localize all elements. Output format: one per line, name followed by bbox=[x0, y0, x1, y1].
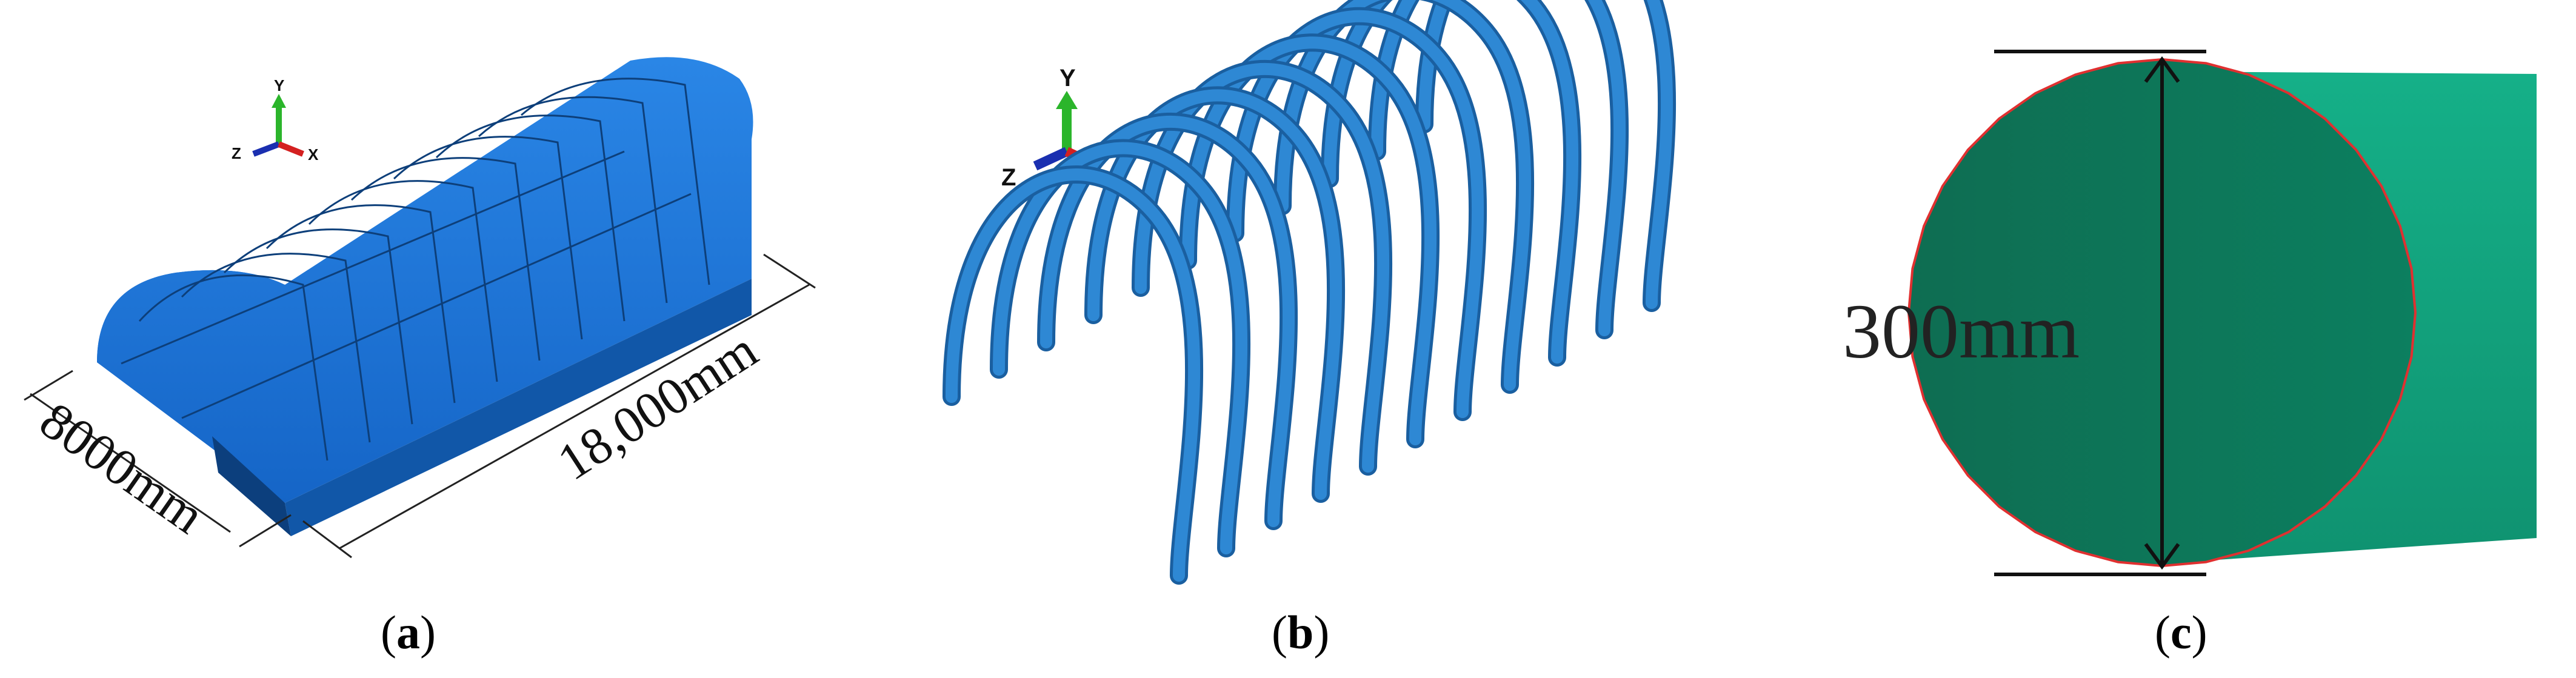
vault-model bbox=[97, 57, 753, 536]
panel-b: Y Z X (b) bbox=[943, 0, 1677, 659]
arch-frame bbox=[1324, 0, 1579, 364]
z-axis-label: Z bbox=[1001, 164, 1016, 191]
vault-roof bbox=[97, 57, 753, 504]
arch-frame bbox=[1182, 36, 1437, 445]
axis-triad-a: Y Z X bbox=[232, 76, 319, 164]
arch-frame bbox=[1371, 0, 1626, 336]
panel-a: Y Z X bbox=[24, 57, 816, 659]
z-axis-label: Z bbox=[232, 144, 241, 162]
vault-rib-lines bbox=[121, 78, 710, 461]
arch-frame bbox=[1276, 0, 1532, 391]
panel-label-a: (a) bbox=[381, 606, 436, 659]
diameter-dimension-label: 300mm bbox=[1843, 288, 2080, 374]
z-axis-arrow bbox=[1033, 147, 1069, 171]
arch-frame bbox=[946, 168, 1201, 582]
arch-frame bbox=[993, 142, 1248, 554]
arch-frame-shadow bbox=[1415, 0, 1677, 312]
vault-base-shadow bbox=[212, 436, 291, 536]
arch-frames bbox=[943, 0, 1677, 585]
panel-label-b: (b) bbox=[1272, 606, 1329, 659]
y-axis-label: Y bbox=[274, 76, 284, 95]
z-axis-arrow bbox=[252, 141, 280, 157]
arch-frame bbox=[1135, 62, 1390, 473]
arch-frame bbox=[1229, 10, 1484, 418]
x-axis-arrow bbox=[278, 141, 304, 157]
arrowhead-top bbox=[2144, 56, 2180, 83]
arch-frame bbox=[1418, 0, 1673, 309]
arch-frame bbox=[1087, 89, 1343, 500]
arrowhead-bottom bbox=[2144, 543, 2180, 570]
arch-frame bbox=[1040, 115, 1295, 527]
vault-side bbox=[285, 279, 752, 536]
x-axis-label: X bbox=[308, 145, 319, 164]
y-axis-label: Y bbox=[1059, 65, 1076, 91]
panel-c: 300mm (c) bbox=[1843, 50, 2537, 659]
panel-label-c: (c) bbox=[2155, 606, 2207, 659]
